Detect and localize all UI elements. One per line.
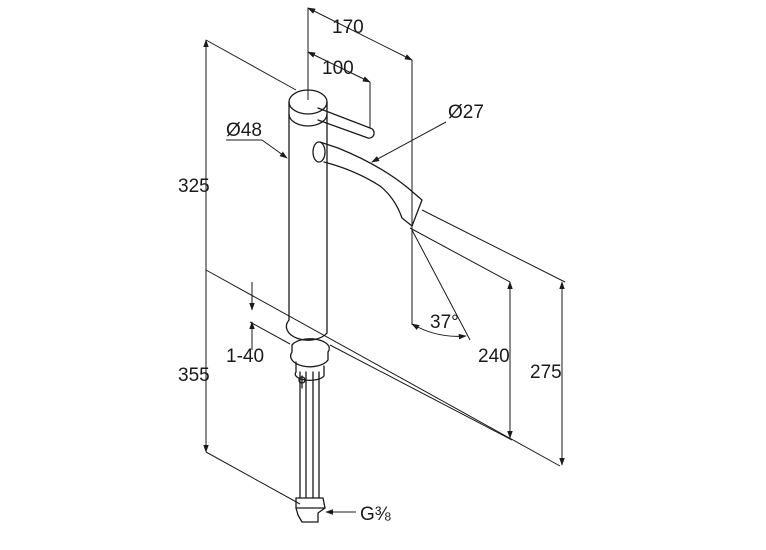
hose-left [299,371,307,499]
dim-body-diameter-label: Ø48 [226,120,262,141]
dimension-lines [203,7,566,515]
dim-325-label: 325 [178,176,210,197]
dim-100-label: 100 [322,58,354,79]
body-bottom-edge [285,319,328,341]
dim-deck-thickness-label: 1-40 [226,346,264,367]
dim-angle-label: 37° [430,312,459,333]
dim-thread-label: G⅜ [360,504,391,525]
hose-right [312,371,320,499]
dim-spout-diameter-label: Ø27 [448,102,484,123]
fixing-washer [298,376,306,384]
body-cap-rim [288,101,328,127]
spout-joint [312,141,326,163]
hose-fittings [295,497,326,523]
dim-240-label: 240 [478,346,510,367]
dim-170-label: 170 [332,17,364,38]
base-ring [289,344,329,368]
faucet-outline [285,89,423,523]
dim-355-label: 355 [178,365,210,386]
base-ring-top [291,338,330,353]
dim-275-label: 275 [530,362,562,383]
spout [319,141,423,227]
lever-handle [317,107,375,139]
